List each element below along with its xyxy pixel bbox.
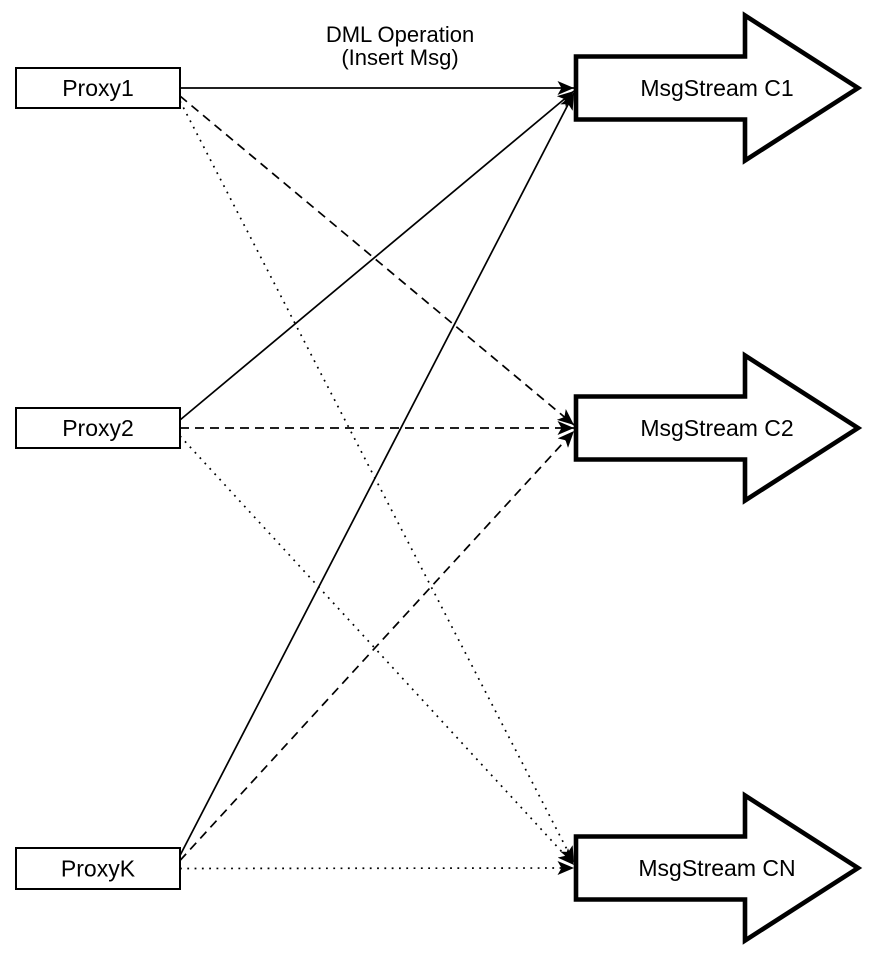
stream-nodes-group: MsgStream C1 MsgStream C2 MsgStream CN [573, 11, 863, 945]
stream-node-cn: MsgStream CN [573, 791, 863, 945]
proxy-box [15, 67, 181, 109]
connection-proxyk-c2 [179, 430, 575, 862]
block-arrow-icon [573, 791, 863, 945]
proxy-node-proxy1: Proxy1 [15, 67, 181, 109]
connections-group [179, 81, 575, 876]
proxy-box [15, 847, 181, 890]
annotation-line1: DML Operation [326, 22, 474, 47]
block-arrow-icon [573, 11, 863, 165]
proxy-label: Proxy2 [62, 415, 134, 441]
connection-proxy1-c2 [179, 95, 575, 426]
stream-label: MsgStream CN [638, 855, 795, 881]
connection-proxy1-cn [179, 100, 575, 864]
proxy-box [15, 407, 181, 449]
connection-proxyk-cn [179, 861, 575, 876]
proxy-label: ProxyK [61, 856, 136, 882]
stream-node-c1: MsgStream C1 [573, 11, 863, 165]
connection-proxy2-cn [179, 435, 575, 866]
connection-proxyk-c1 [179, 92, 575, 856]
annotation-line2: (Insert Msg) [341, 45, 458, 70]
connection-proxy2-c1 [179, 90, 575, 421]
proxy-label: Proxy1 [62, 75, 134, 101]
proxy-node-proxy2: Proxy2 [15, 407, 181, 449]
stream-label: MsgStream C2 [640, 415, 793, 441]
stream-node-c2: MsgStream C2 [573, 351, 863, 505]
block-arrow-icon [573, 351, 863, 505]
stream-label: MsgStream C1 [640, 75, 793, 101]
proxy-node-proxyk: ProxyK [15, 847, 181, 890]
